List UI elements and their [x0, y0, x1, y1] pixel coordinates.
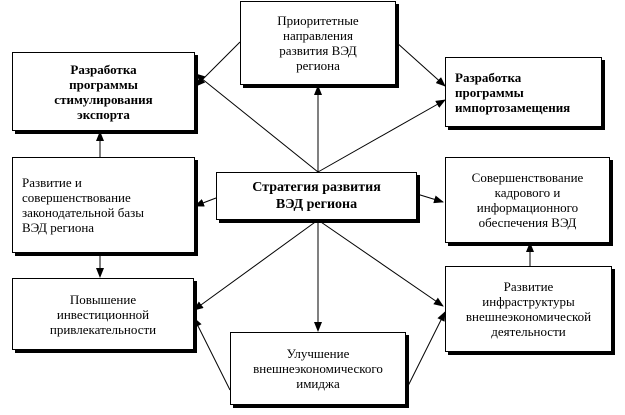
arrow-center-to-export-program — [195, 73, 319, 173]
node-image-label: Улучшение внешнеэкономического имиджа — [253, 346, 383, 391]
arrow-priorities-to-export-program — [195, 41, 241, 87]
node-priorities-label: Приоритетные направления развития ВЭД ре… — [277, 13, 359, 73]
node-infrastructure: Развитие инфраструктуры внешнеэкономичес… — [445, 266, 612, 352]
node-import-program: Разработка программы импортозамещения — [445, 57, 602, 127]
arrow-priorities-to-import-program — [395, 41, 446, 87]
node-personnel-label: Совершенствование кадрового и информацио… — [471, 170, 584, 230]
arrow-center-to-personnel — [416, 193, 444, 204]
node-priorities: Приоритетные направления развития ВЭД ре… — [240, 1, 396, 85]
node-legislation-label: Развитие и совершенствование законодател… — [22, 175, 144, 235]
node-legislation: Развитие и совершенствование законодател… — [12, 157, 195, 253]
node-personnel: Совершенствование кадрового и информацио… — [445, 157, 610, 243]
arrow-center-to-legislation — [194, 197, 217, 207]
arrow-center-to-import-program — [317, 99, 446, 173]
node-investment: Повышение инвестиционной привлекательнос… — [12, 278, 194, 350]
arrow-center-to-infrastructure — [317, 219, 444, 307]
arrow-center-to-investment — [193, 219, 319, 311]
node-strategy-center: Стратегия развития ВЭД региона — [216, 172, 417, 220]
node-export-program-label: Разработка программы стимулирования эксп… — [54, 61, 153, 122]
node-strategy-center-label: Стратегия развития ВЭД региона — [252, 180, 381, 212]
node-investment-label: Повышение инвестиционной привлекательнос… — [49, 291, 157, 337]
node-export-program: Разработка программы стимулирования эксп… — [12, 52, 195, 131]
node-infrastructure-label: Развитие инфраструктуры внешнеэкономичес… — [465, 279, 592, 339]
arrow-image-to-infrastructure — [405, 311, 446, 391]
node-image: Улучшение внешнеэкономического имиджа — [230, 332, 406, 405]
arrow-image-to-investment — [193, 317, 231, 391]
node-import-program-label: Разработка программы импортозамещения — [455, 69, 571, 115]
